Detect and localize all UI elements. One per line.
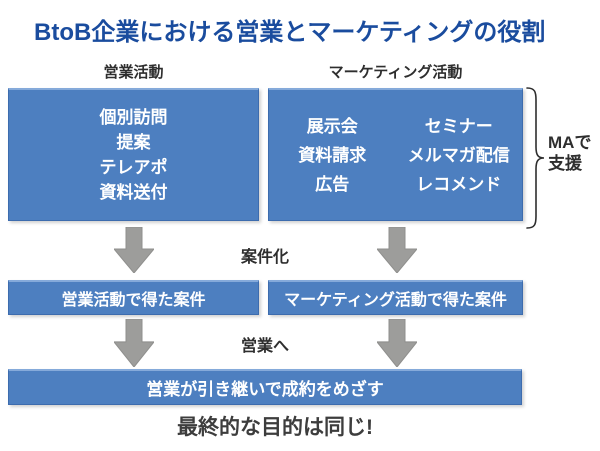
marketing-activity-item: レコメンド [416,174,502,194]
page-title: BtoB企業における営業とマーケティングの役割 [34,19,546,46]
ma-support-line1: MAで [548,133,592,152]
brace-icon [526,87,545,229]
sales-result-bar: 営業活動で得た案件 [8,280,259,315]
sales-activity-item: 資料送付 [99,183,168,202]
marketing-activities-columns: 展示会 資料請求 広告 セミナー メルマガ配信 レコメンド [269,112,522,199]
marketing-activity-item: 展示会 [306,116,358,136]
marketing-activity-item: 広告 [315,174,350,194]
sales-column-label: 営業活動 [103,64,164,81]
down-arrow-icon [377,319,417,367]
marketing-result-bar: マーケティング活動で得た案件 [268,280,523,315]
sales-activities-list: 個別訪問 提案 テレアポ 資料送付 [100,105,168,205]
marketing-activities-right-column: セミナー メルマガ配信 レコメンド [396,112,523,199]
sales-activity-item: 提案 [116,133,151,152]
conclusion-text: 最終的な目的は同じ! [177,416,373,439]
final-step-bar: 営業が引き継いで成約をめざす [8,369,522,405]
to-sales-label: 営業へ [240,338,289,355]
sales-activity-item: 個別訪問 [99,108,168,127]
marketing-activity-item: メルマガ配信 [407,145,510,165]
down-arrow-icon [377,227,417,273]
down-arrow-icon [114,319,154,367]
sales-activity-item: テレアポ [99,158,168,177]
ma-support-label: MAで 支援 [548,132,598,174]
marketing-activities-left-column: 展示会 資料請求 広告 [269,112,396,199]
sales-activities-box: 個別訪問 提案 テレアポ 資料送付 [8,88,259,221]
ma-support-line2: 支援 [548,154,582,173]
marketing-activity-item: 資料請求 [298,145,367,165]
marketing-activity-item: セミナー [424,116,493,136]
to-deal-label: 案件化 [240,249,289,266]
marketing-activities-box: 展示会 資料請求 広告 セミナー メルマガ配信 レコメンド [268,88,523,221]
marketing-column-label: マーケティング活動 [328,64,463,81]
down-arrow-icon [114,227,154,273]
